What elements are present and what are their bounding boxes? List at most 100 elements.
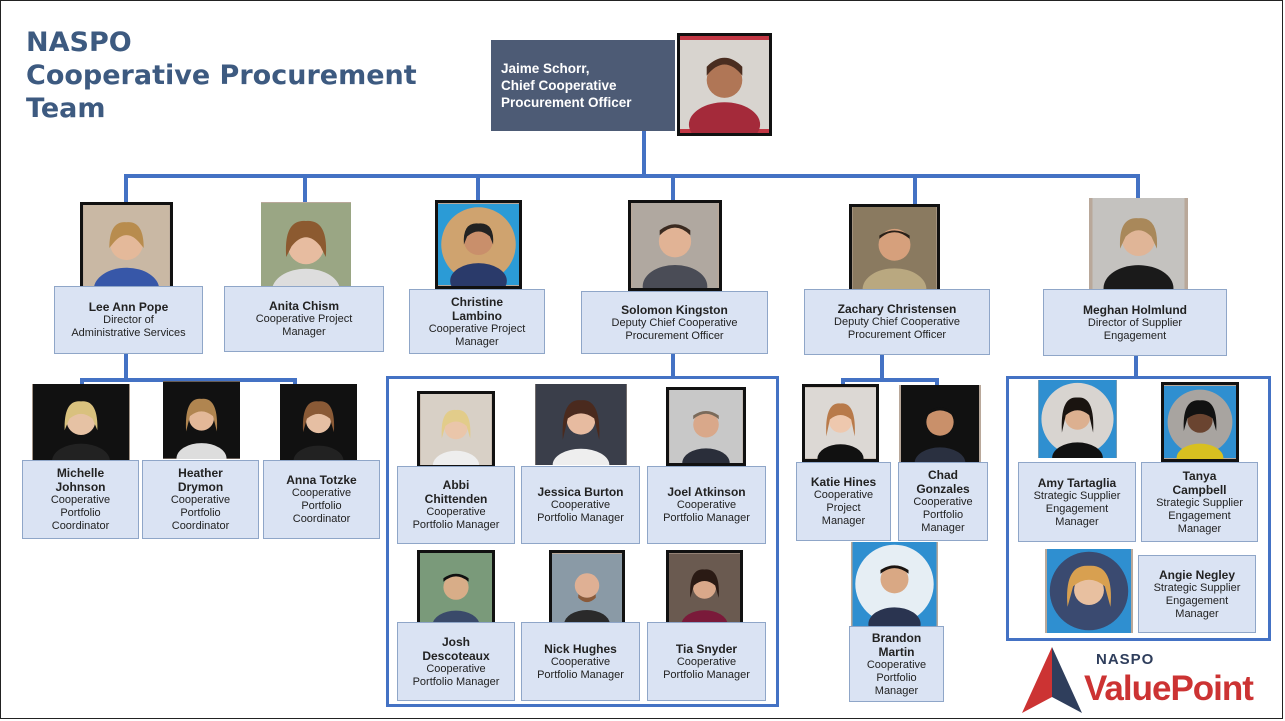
card-role: Cooperative Portfolio Coordinator bbox=[50, 494, 111, 532]
connector bbox=[303, 174, 307, 202]
connector bbox=[935, 378, 939, 388]
logo-mark-icon bbox=[1022, 647, 1082, 713]
photo-abbi bbox=[417, 391, 495, 468]
connector bbox=[124, 174, 128, 202]
card-name: Christine Lambino bbox=[450, 294, 503, 323]
card-role: Cooperative Project Manager bbox=[255, 313, 353, 338]
card-role: Strategic Supplier Engagement Manager bbox=[1156, 496, 1243, 535]
photo-tia bbox=[666, 550, 743, 628]
photo-christine bbox=[435, 200, 522, 289]
ceo-box: Jaime Schorr, Chief Cooperative Procurem… bbox=[491, 40, 675, 131]
photo-heather bbox=[163, 381, 240, 459]
ceo-role-line-2: Procurement Officer bbox=[501, 95, 632, 110]
card-name: Michelle Johnson bbox=[55, 466, 106, 494]
card-name: Nick Hughes bbox=[544, 641, 617, 656]
card-name: Solomon Kingston bbox=[621, 302, 728, 317]
card-name: Katie Hines bbox=[810, 475, 877, 489]
team-group-solomon bbox=[386, 376, 779, 707]
card-role: Cooperative Portfolio Coordinator bbox=[291, 487, 352, 525]
card-role: Director of Supplier Engagement bbox=[1087, 316, 1183, 342]
card-role: Strategic Supplier Engagement Manager bbox=[1033, 489, 1121, 528]
card-name: Tanya Campbell bbox=[1172, 468, 1227, 497]
photo-jessica bbox=[535, 384, 627, 465]
photo-meghan bbox=[1089, 198, 1188, 290]
ceo-name: Jaime Schorr, bbox=[501, 61, 590, 76]
connector bbox=[476, 174, 480, 202]
card-role: Cooperative Project Manager bbox=[813, 489, 874, 527]
connector bbox=[913, 174, 917, 204]
card-name: Heather Drymon bbox=[177, 466, 224, 494]
ceo-photo bbox=[677, 33, 772, 136]
ceo-role-line-1: Chief Cooperative bbox=[501, 78, 617, 93]
logo-valuepoint-text: ValuePoint bbox=[1084, 669, 1254, 708]
title-line-2: Cooperative Procurement bbox=[26, 60, 417, 91]
card-role: Deputy Chief Cooperative Procurement Off… bbox=[611, 316, 738, 342]
photo-brandon bbox=[851, 542, 938, 626]
card-name: Zachary Christensen bbox=[837, 302, 957, 316]
connector bbox=[124, 174, 1140, 178]
card-name: Josh Descoteaux bbox=[422, 634, 490, 663]
card-name: Tia Snyder bbox=[675, 641, 738, 656]
card-name: Anita Chism bbox=[268, 299, 339, 313]
title-line-1: NASPO bbox=[26, 27, 132, 58]
card-name: Chad Gonzales bbox=[916, 468, 970, 496]
team-group-meghan bbox=[1006, 376, 1271, 641]
connector bbox=[841, 378, 845, 388]
photo-anna bbox=[280, 384, 357, 461]
card-role: Cooperative Portfolio Manager bbox=[537, 499, 624, 524]
card-name: Anna Totzke bbox=[286, 473, 357, 487]
card-role: Cooperative Portfolio Manager bbox=[663, 655, 750, 681]
card-name: Jessica Burton bbox=[537, 485, 624, 499]
card-name: Abbi Chittenden bbox=[424, 478, 488, 506]
naspo-valuepoint-logo: NASPO ValuePoint bbox=[1020, 645, 1270, 717]
title-line-3: Team bbox=[26, 93, 106, 124]
photo-lee bbox=[80, 202, 173, 294]
photo-chad bbox=[899, 385, 981, 463]
connector bbox=[671, 354, 675, 378]
connector bbox=[80, 378, 297, 382]
connector bbox=[642, 131, 646, 176]
card-role: Cooperative Portfolio Manager bbox=[537, 655, 624, 681]
card-name: Angie Negley bbox=[1158, 567, 1236, 582]
logo-naspo-text: NASPO bbox=[1096, 651, 1155, 668]
photo-nick bbox=[549, 550, 625, 628]
card-name: Amy Tartaglia bbox=[1037, 475, 1117, 490]
card-role: Cooperative Portfolio Manager bbox=[412, 506, 500, 531]
photo-solomon bbox=[628, 200, 722, 291]
photo-michelle bbox=[32, 384, 130, 461]
card-name: Lee Ann Pope bbox=[88, 300, 169, 314]
connector bbox=[124, 354, 128, 380]
card-name: Joel Atkinson bbox=[667, 485, 746, 499]
photo-tanya bbox=[1161, 382, 1239, 462]
photo-anita bbox=[261, 202, 351, 294]
photo-amy bbox=[1038, 380, 1117, 458]
photo-josh bbox=[417, 550, 495, 628]
connector bbox=[880, 355, 884, 380]
page-title: NASPO Cooperative Procurement Team bbox=[26, 26, 417, 125]
card-role: Cooperative Portfolio Manager bbox=[866, 658, 927, 697]
card-name: Brandon Martin bbox=[871, 630, 922, 659]
card-role: Cooperative Project Manager bbox=[428, 322, 526, 348]
card-role: Cooperative Portfolio Coordinator bbox=[170, 494, 231, 532]
card-role: Director of Administrative Services bbox=[71, 314, 186, 339]
